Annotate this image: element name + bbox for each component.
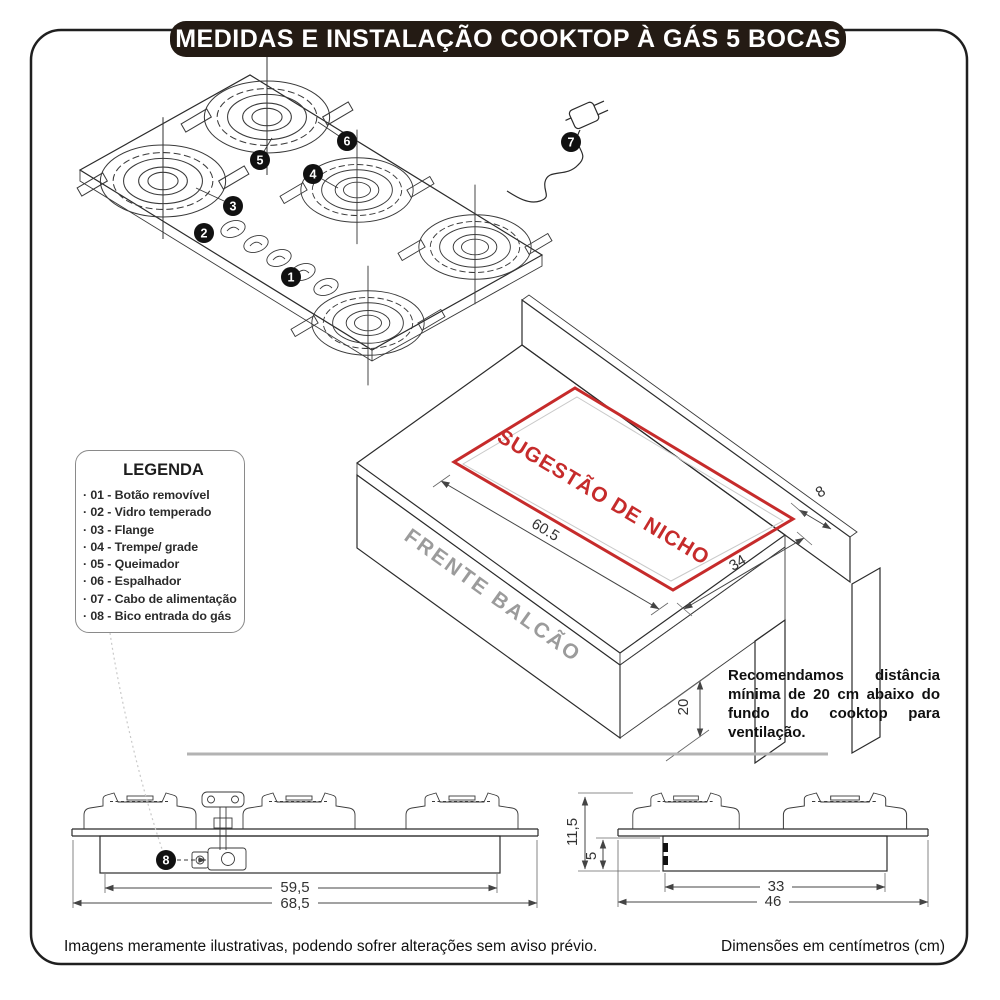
backsplash bbox=[521, 298, 851, 584]
dim-line-8 bbox=[798, 509, 832, 530]
dim-11-5: 11,5 bbox=[564, 818, 581, 846]
dim-68-5: 68,5 bbox=[280, 895, 309, 912]
dim-tick bbox=[665, 729, 710, 762]
callout-8-num: 8 bbox=[163, 853, 170, 867]
legend-item-08: · 08 - Bico entrada do gás bbox=[83, 609, 232, 624]
callout-3: 3 bbox=[223, 196, 243, 216]
legend-item-06: · 06 - Espalhador bbox=[83, 574, 182, 589]
dim-33: 33 bbox=[768, 878, 785, 895]
dim-tick bbox=[676, 602, 693, 617]
burner-right bbox=[397, 184, 553, 305]
callout-7-num: 7 bbox=[568, 135, 575, 149]
callout-1: 1 bbox=[281, 267, 301, 287]
legend-item-04: · 04 - Trempe/ grade bbox=[83, 539, 199, 554]
leader-3 bbox=[195, 187, 225, 202]
dim-8: 8 bbox=[813, 483, 829, 502]
callout-5-num: 5 bbox=[257, 153, 264, 167]
niche-inner-line bbox=[461, 396, 785, 582]
backsplash-top-edge bbox=[521, 294, 858, 538]
leader-4 bbox=[321, 178, 339, 189]
dim-tick bbox=[790, 502, 807, 517]
callout-2-num: 2 bbox=[201, 226, 208, 240]
burner-front bbox=[290, 265, 446, 386]
gas-inlet bbox=[191, 791, 247, 871]
front-view-drawing: 8 59,5 68,5 bbox=[71, 791, 539, 912]
front-burner-1 bbox=[83, 792, 197, 829]
callout-6-num: 6 bbox=[344, 134, 351, 148]
footer-disclaimer: Imagens meramente ilustrativas, podendo … bbox=[64, 938, 598, 955]
legend-item-01: · 01 - Botão removível bbox=[83, 488, 210, 502]
dim-5: 5 bbox=[583, 852, 600, 860]
legend-item-03: · 03 - Flange bbox=[83, 522, 154, 537]
burner-left bbox=[76, 117, 250, 239]
callout-8: 8 bbox=[156, 850, 176, 870]
front-burner-3 bbox=[405, 792, 519, 829]
ventilation-note: Recomendamos distância mínima de 20 cm a… bbox=[728, 667, 940, 741]
side-burner-2 bbox=[782, 792, 908, 829]
glass-top-outline bbox=[78, 74, 544, 351]
page-title: MEDIDAS E INSTALAÇÃO COOKTOP À GÁS 5 BOC… bbox=[175, 24, 841, 53]
dim-46: 46 bbox=[765, 893, 782, 910]
dim-tick bbox=[432, 474, 451, 488]
legend-box: LEGENDA · 01 - Botão removível · 02 - Vi… bbox=[75, 450, 245, 633]
side-inlet-mark bbox=[663, 856, 668, 865]
side-inlet-mark bbox=[663, 843, 668, 852]
niche-outline bbox=[451, 386, 796, 592]
dim-label-bg bbox=[272, 879, 318, 895]
dim-59-5: 59,5 bbox=[280, 879, 309, 896]
glass-thickness bbox=[79, 170, 543, 362]
dim-tick bbox=[650, 602, 669, 616]
dim-line-60-5 bbox=[440, 480, 660, 610]
callout-3-num: 3 bbox=[230, 199, 237, 213]
callout-5: 5 bbox=[250, 150, 270, 170]
side-glass-slab bbox=[617, 828, 929, 837]
legend-title: LEGENDA bbox=[123, 461, 204, 479]
iso-cooktop-drawing: 1 2 3 4 5 6 7 bbox=[76, 53, 609, 386]
footer-units: Dimensões em centímetros (cm) bbox=[721, 938, 945, 955]
power-cord bbox=[506, 129, 584, 203]
dim-60-5: 60.5 bbox=[528, 515, 562, 545]
dim-line-34 bbox=[683, 537, 805, 610]
side-view-drawing: 11,5 5 33 46 bbox=[564, 792, 929, 910]
leader-5 bbox=[262, 137, 273, 154]
legend-item-05: · 05 - Queimador bbox=[83, 557, 180, 572]
side-burner-1 bbox=[632, 792, 740, 829]
side-body bbox=[662, 835, 888, 872]
callout-2: 2 bbox=[194, 223, 214, 243]
dim-label-bg bbox=[760, 879, 792, 895]
counter-slab-edge bbox=[356, 463, 786, 666]
dim-tick bbox=[796, 531, 813, 546]
knobs-row bbox=[220, 220, 339, 296]
leader-6 bbox=[317, 121, 340, 137]
callout-4: 4 bbox=[303, 164, 323, 184]
callout-6: 6 bbox=[337, 131, 357, 151]
front-body bbox=[99, 835, 501, 874]
title-banner: MEDIDAS E INSTALAÇÃO COOKTOP À GÁS 5 BOC… bbox=[170, 21, 846, 57]
dim-20: 20 bbox=[675, 699, 692, 716]
power-plug bbox=[565, 100, 609, 130]
dim-label-bg bbox=[272, 895, 318, 911]
dim-tick bbox=[663, 673, 711, 708]
burner-middle bbox=[279, 129, 435, 245]
dim-34: 34 bbox=[726, 552, 749, 575]
callout-7: 7 bbox=[561, 132, 581, 152]
legend-item-02: · 02 - Vidro temperado bbox=[83, 505, 212, 520]
right-panel bbox=[851, 566, 881, 755]
dim-label-bg bbox=[757, 894, 789, 910]
front-glass-slab bbox=[71, 828, 539, 837]
front-burner-2 bbox=[242, 792, 356, 829]
legend-item-07: · 07 - Cabo de alimentação bbox=[83, 591, 237, 606]
legend-leader-line bbox=[109, 632, 163, 850]
callout-1-num: 1 bbox=[288, 270, 295, 284]
right-leg bbox=[754, 618, 786, 765]
callout-4-num: 4 bbox=[310, 167, 317, 181]
